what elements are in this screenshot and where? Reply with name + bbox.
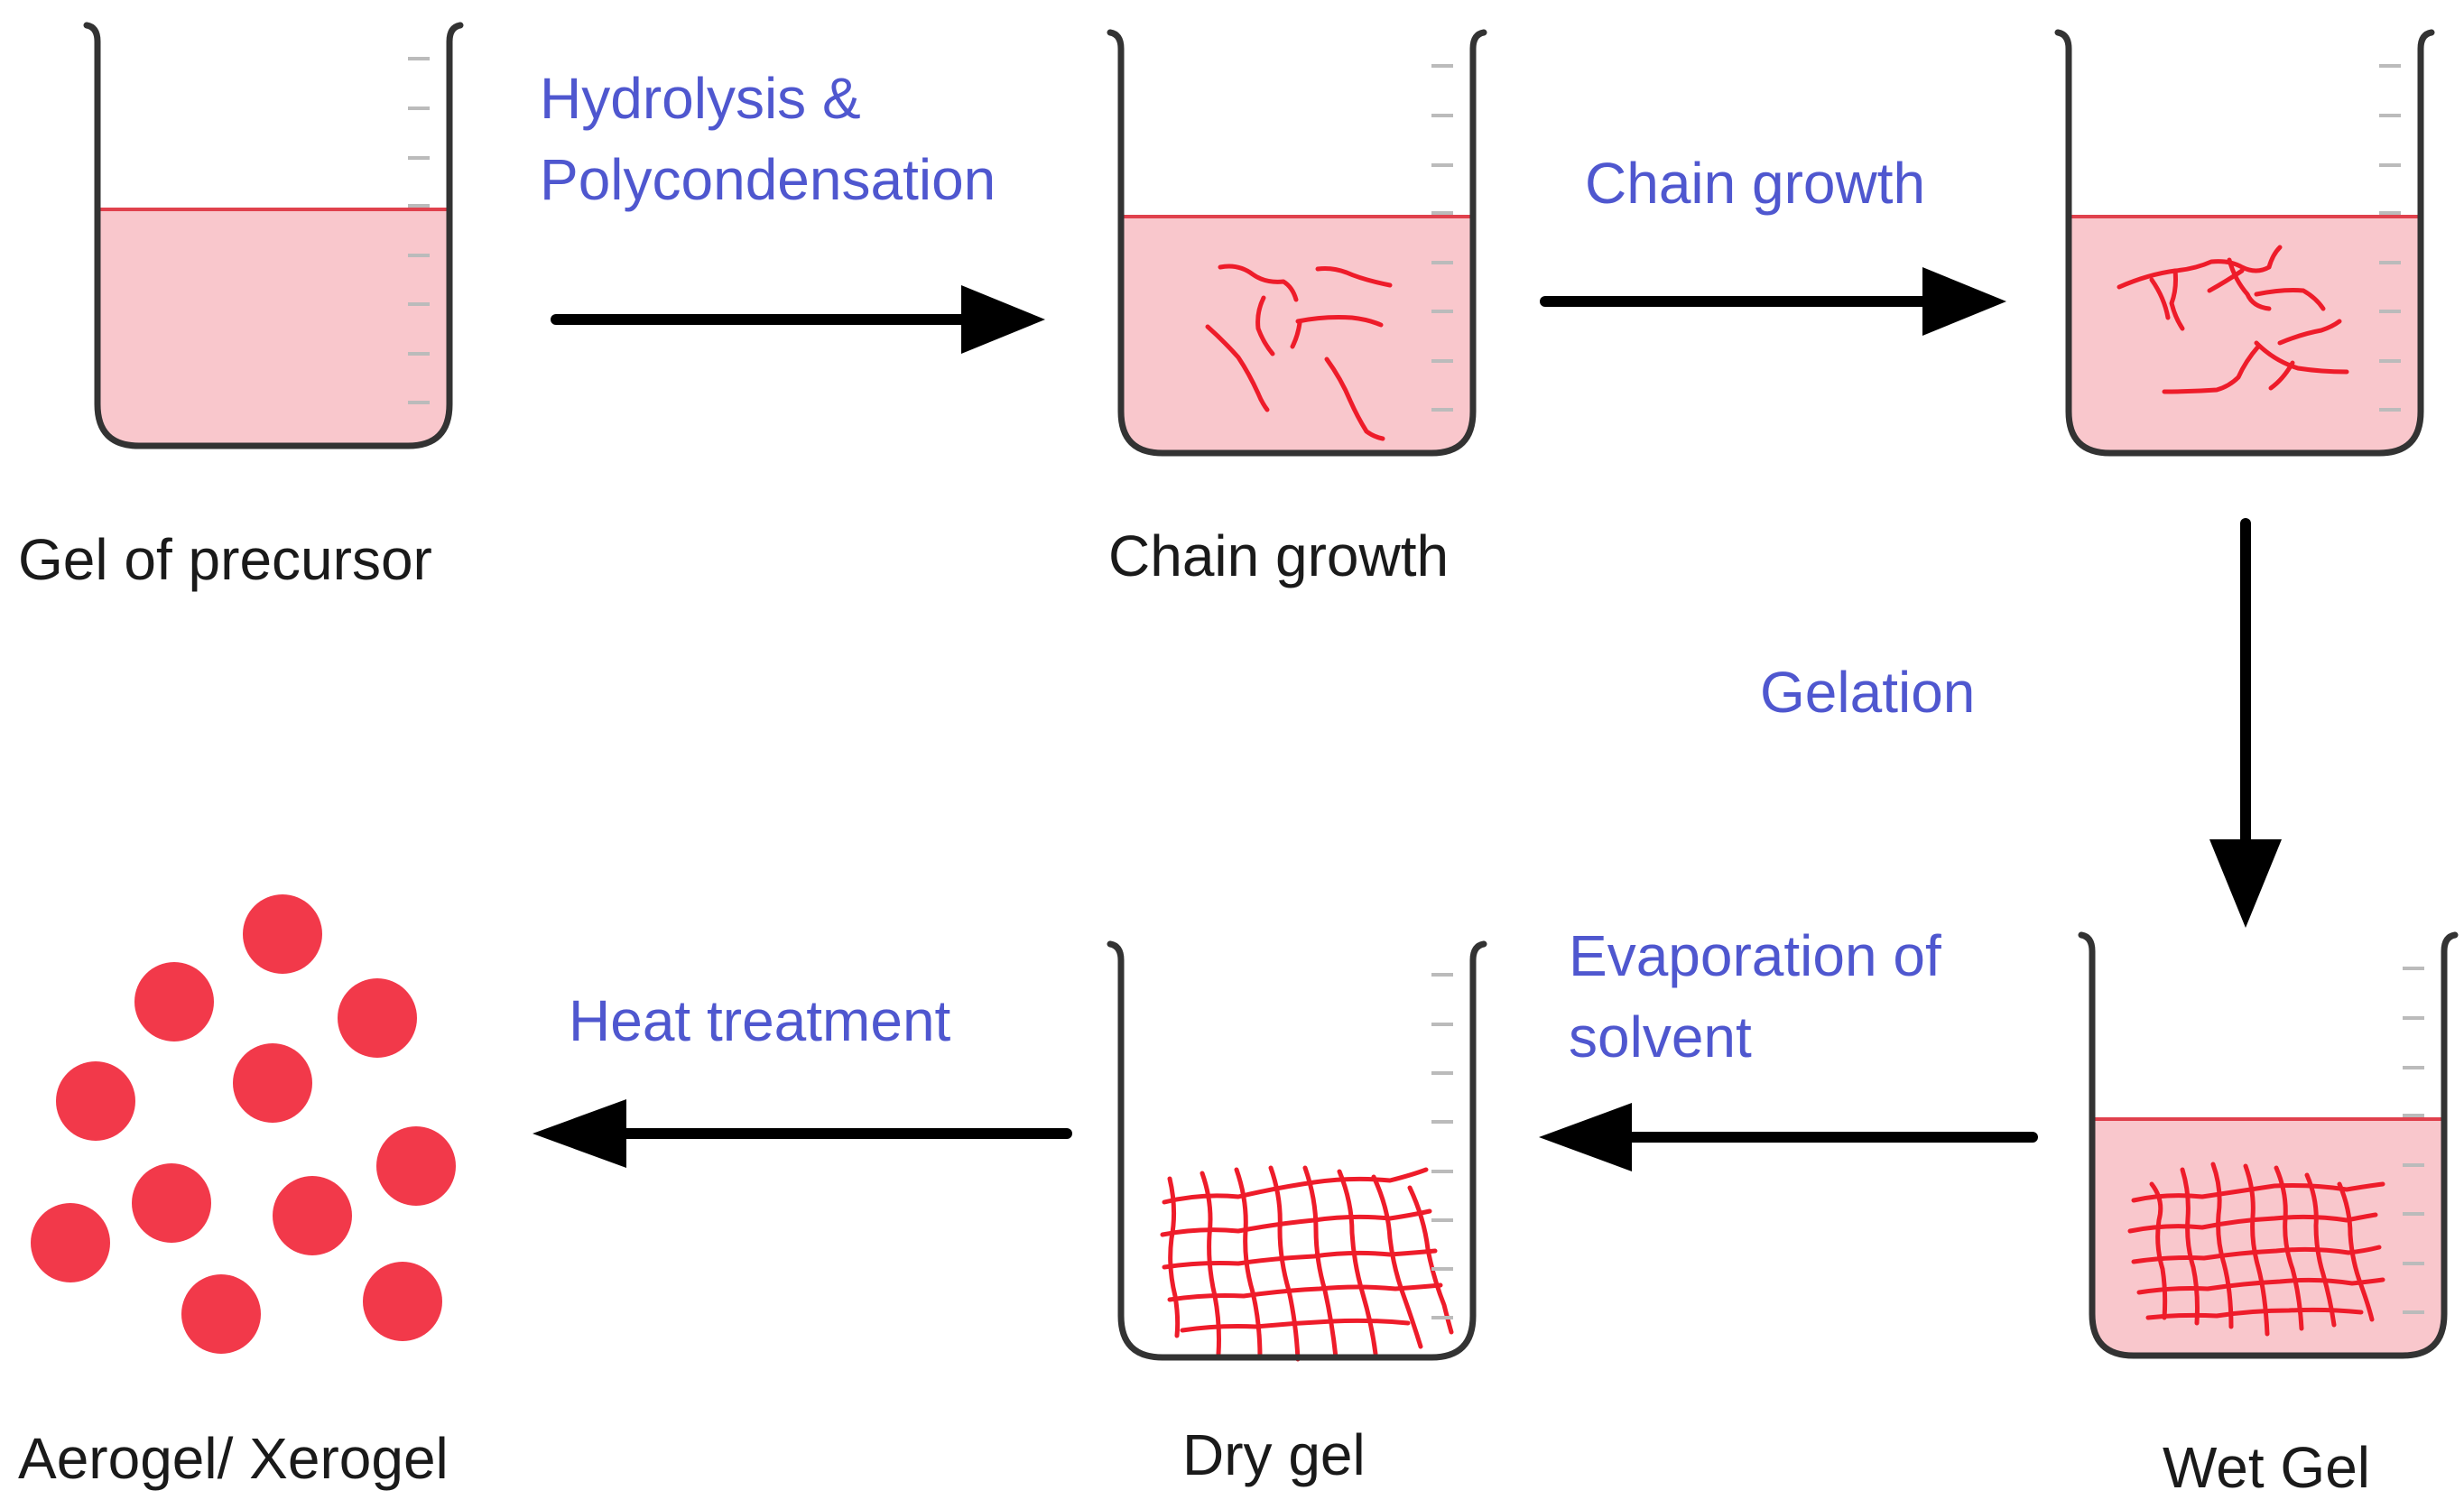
arrow-icon (2209, 839, 2282, 928)
arrow-gelation (2209, 518, 2282, 928)
gel-network-wet (2127, 1162, 2385, 1337)
step-heat-line1: Heat treatment (569, 988, 951, 1053)
beaker-ticks (2403, 967, 2424, 1314)
arrow-evaporation (1539, 1103, 2038, 1171)
beaker-branched (2054, 29, 2435, 457)
beaker-wet (2078, 931, 2459, 1359)
particle-icon (181, 1274, 261, 1354)
step-heat: Heat treatment (569, 980, 950, 1061)
beaker-ticks (1431, 64, 1453, 412)
gel-network-dry (1160, 1165, 1454, 1362)
particle-icon (243, 894, 322, 974)
arrow-heat (533, 1099, 1072, 1168)
beaker-ticks (2379, 64, 2401, 412)
liquid-precursor (97, 209, 449, 446)
beaker-chain (1107, 29, 1487, 457)
beaker-ticks (408, 57, 430, 404)
beaker-icon (2054, 29, 2435, 457)
particle-icon (338, 978, 417, 1058)
beaker-icon (83, 22, 464, 449)
aerogel-particles (31, 894, 456, 1354)
particle-icon (363, 1262, 442, 1341)
caption-aerogel: Aerogel/ Xerogel (18, 1426, 449, 1491)
polymer-chains-short (1205, 264, 1393, 441)
step-gelation-line1: Gelation (1760, 660, 1976, 725)
step-hydrolysis-line2: Polycondensation (540, 147, 996, 212)
caption-dry-gel: Dry gel (1182, 1422, 1366, 1487)
particle-icon (134, 962, 214, 1041)
arrow-chain-growth (1540, 267, 2006, 336)
arrow-icon (1539, 1103, 1632, 1171)
caption-wet-gel: Wet Gel (2163, 1435, 2370, 1500)
beaker-ticks (1431, 973, 1453, 1319)
arrow-icon (533, 1099, 626, 1168)
particle-icon (132, 1163, 211, 1243)
step-evaporation-line2: solvent (1569, 1004, 1752, 1069)
liquid-wet (2092, 1119, 2444, 1356)
particle-icon (376, 1126, 456, 1206)
step-evaporation-line1: Evaporation of (1569, 923, 1941, 988)
beaker-precursor (83, 22, 464, 449)
arrow-icon (961, 285, 1045, 354)
beaker-icon (1107, 29, 1487, 457)
beaker-icon (1107, 940, 1487, 1361)
polymer-chains-branched (2117, 245, 2349, 394)
caption-precursor: Gel of precursor (18, 527, 432, 592)
step-hydrolysis-line1: Hydrolysis & (540, 66, 861, 131)
step-hydrolysis: Hydrolysis & Polycondensation (540, 58, 996, 220)
step-chain-growth-line1: Chain growth (1585, 151, 1926, 216)
step-evaporation: Evaporation of solvent (1569, 915, 1941, 1078)
particle-icon (233, 1043, 312, 1123)
step-chain-growth: Chain growth (1585, 143, 1925, 224)
arrow-hydrolysis (551, 285, 1045, 354)
arrow-icon (1922, 267, 2006, 336)
liquid-branched (2069, 217, 2421, 453)
step-gelation: Gelation (1760, 652, 1975, 733)
beaker-icon (2078, 931, 2459, 1359)
caption-chain-growth: Chain growth (1108, 523, 1450, 588)
particle-icon (273, 1176, 352, 1255)
beaker-dry (1107, 940, 1487, 1362)
particle-icon (56, 1061, 135, 1141)
particle-icon (31, 1203, 110, 1282)
